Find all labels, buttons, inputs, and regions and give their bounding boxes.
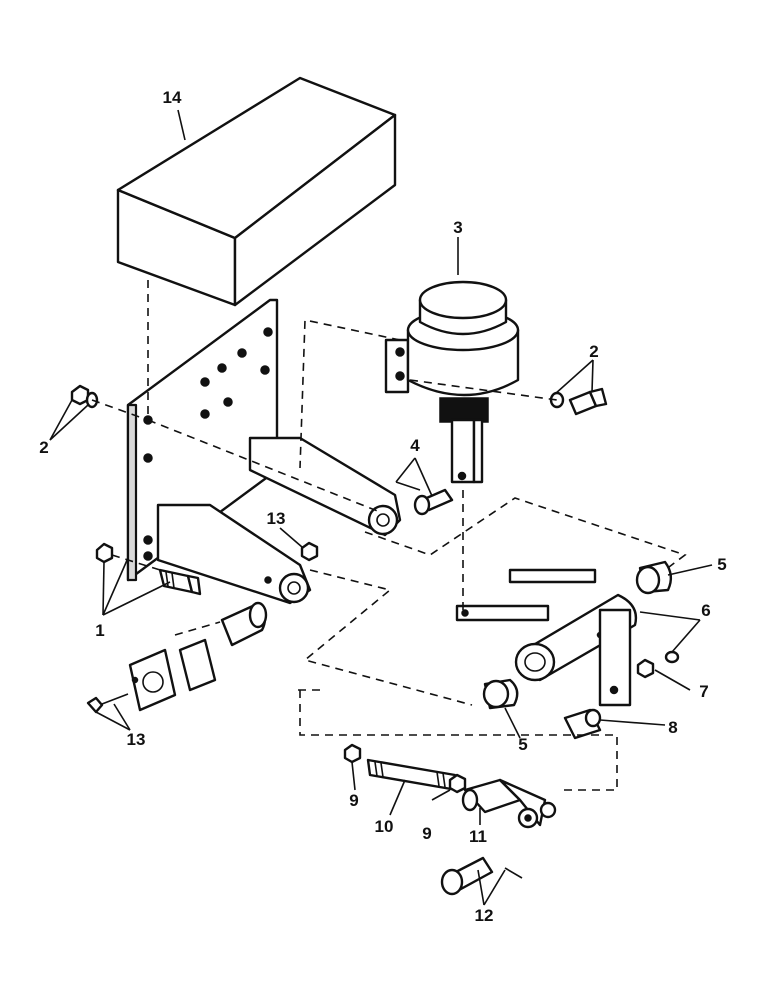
callout-2-right: 2: [589, 342, 598, 361]
callout-5-upper: 5: [717, 555, 726, 574]
callout-6: 6: [701, 601, 710, 620]
callout-10: 10: [375, 817, 394, 836]
upper-arm: [248, 436, 402, 537]
callout-13-lower: 13: [127, 730, 146, 749]
callout-14: 14: [163, 88, 182, 107]
callout-7: 7: [699, 682, 708, 701]
cross-bar-assembly: [455, 560, 673, 710]
callout-9-left: 9: [349, 791, 358, 810]
callouts: 14 3 2 2 4 13 1 13 5 6 7 8 5 9 10 9 11 1…: [39, 88, 726, 925]
assembly-lines: [91, 280, 687, 791]
leader-lines: [49, 109, 713, 906]
callout-9-right: 9: [422, 824, 431, 843]
bolt-nut-part-1: [95, 542, 202, 596]
box-part-14: [116, 76, 397, 307]
callout-5-lower: 5: [518, 735, 527, 754]
callout-1: 1: [95, 621, 104, 640]
callout-3: 3: [453, 218, 462, 237]
nut-washer-part-2-left: [70, 384, 99, 409]
callout-11: 11: [469, 827, 487, 846]
callout-2-left: 2: [39, 438, 48, 457]
callout-12: 12: [475, 906, 494, 925]
bolt-washer-part-2-right: [549, 387, 608, 416]
actuator-part-3: [384, 280, 520, 484]
lower-arm: [156, 503, 312, 605]
pin-nut-part-6-7: [636, 650, 680, 679]
callout-4: 4: [410, 436, 420, 455]
pin-part-4: [395, 481, 454, 516]
nut-part-13-upper: [300, 541, 319, 562]
pivot-pin: [128, 601, 268, 712]
clevis-pin-part-12: [440, 856, 523, 896]
callout-8: 8: [668, 718, 677, 737]
fitting-part-8: [563, 708, 602, 740]
bolt-part-13-lower: [86, 693, 129, 714]
callout-13-upper: 13: [267, 509, 286, 528]
rod-assembly: [343, 743, 557, 829]
